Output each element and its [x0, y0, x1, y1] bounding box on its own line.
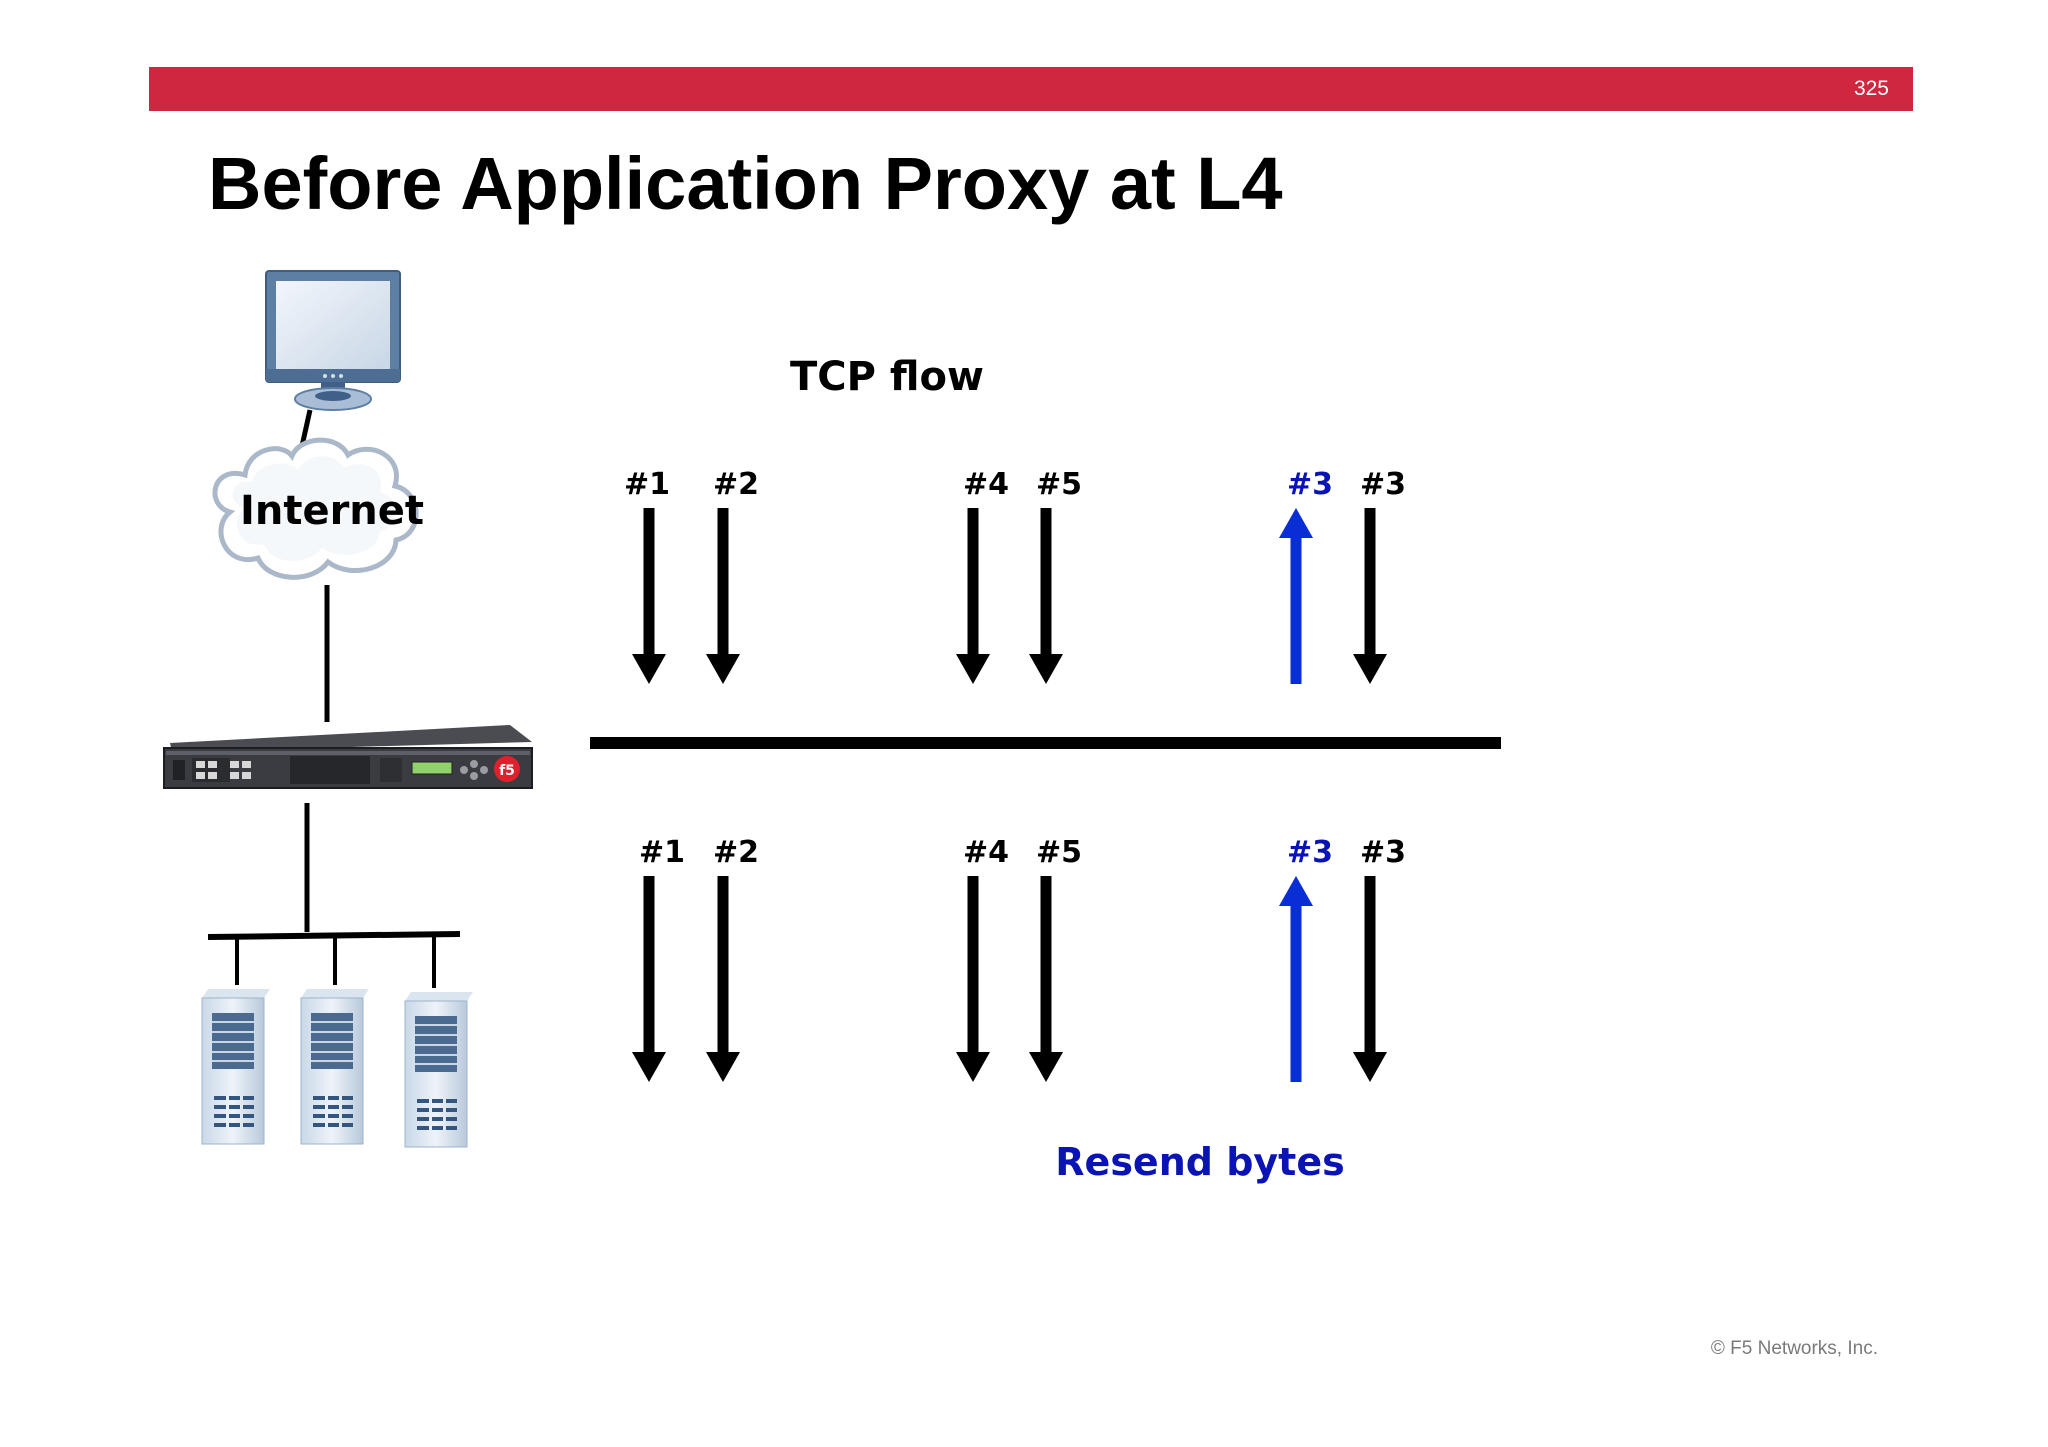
arrowhead-icon	[706, 654, 740, 684]
arrowhead-icon	[1279, 508, 1313, 538]
packet-label: #3	[1287, 835, 1333, 870]
arrowhead-icon	[632, 1052, 666, 1082]
page-number: 325	[1853, 77, 1889, 100]
cloud-icon	[212, 437, 419, 580]
bottom-packet-row: #1 #2 #4 #5 #3 #3	[632, 835, 1406, 1082]
arrowhead-icon	[1279, 876, 1313, 906]
packet-label: #4	[963, 467, 1009, 502]
arrowhead-icon	[706, 1052, 740, 1082]
packet-label: #2	[713, 467, 759, 502]
top-packet-row: #1 #2 #4 #5 #3 #3	[624, 467, 1406, 684]
f5-appliance-icon: f5	[163, 725, 533, 789]
tcp-flow-label: TCP flow	[790, 354, 984, 400]
packet-label: #3	[1360, 835, 1406, 870]
copyright-footer: © F5 Networks, Inc.	[1710, 1338, 1878, 1359]
monitor-icon	[265, 270, 401, 411]
arrowhead-icon	[1353, 654, 1387, 684]
arrowhead-icon	[956, 1052, 990, 1082]
slide-title: Before Application Proxy at L4	[208, 142, 1283, 225]
cloud-label: Internet	[240, 488, 424, 534]
packet-label: #2	[713, 835, 759, 870]
packet-label: #5	[1036, 467, 1082, 502]
resend-bytes-label: Resend bytes	[1055, 1140, 1344, 1184]
header-bar: 325	[149, 67, 1913, 111]
server-icon	[201, 989, 270, 1145]
arrowhead-icon	[1029, 654, 1063, 684]
lan-bus	[207, 931, 461, 940]
packet-label: #3	[1360, 467, 1406, 502]
server-icon	[300, 989, 369, 1145]
arrowhead-icon	[1353, 1052, 1387, 1082]
arrowhead-icon	[956, 654, 990, 684]
arrowhead-icon	[1029, 1052, 1063, 1082]
server-icon	[404, 992, 473, 1148]
packet-label: #4	[963, 835, 1009, 870]
packet-label: #1	[639, 835, 685, 870]
svg-text:f5: f5	[499, 763, 515, 779]
packet-label: #3	[1287, 467, 1333, 502]
packet-label: #1	[624, 467, 670, 502]
packet-label: #5	[1036, 835, 1082, 870]
arrowhead-icon	[632, 654, 666, 684]
